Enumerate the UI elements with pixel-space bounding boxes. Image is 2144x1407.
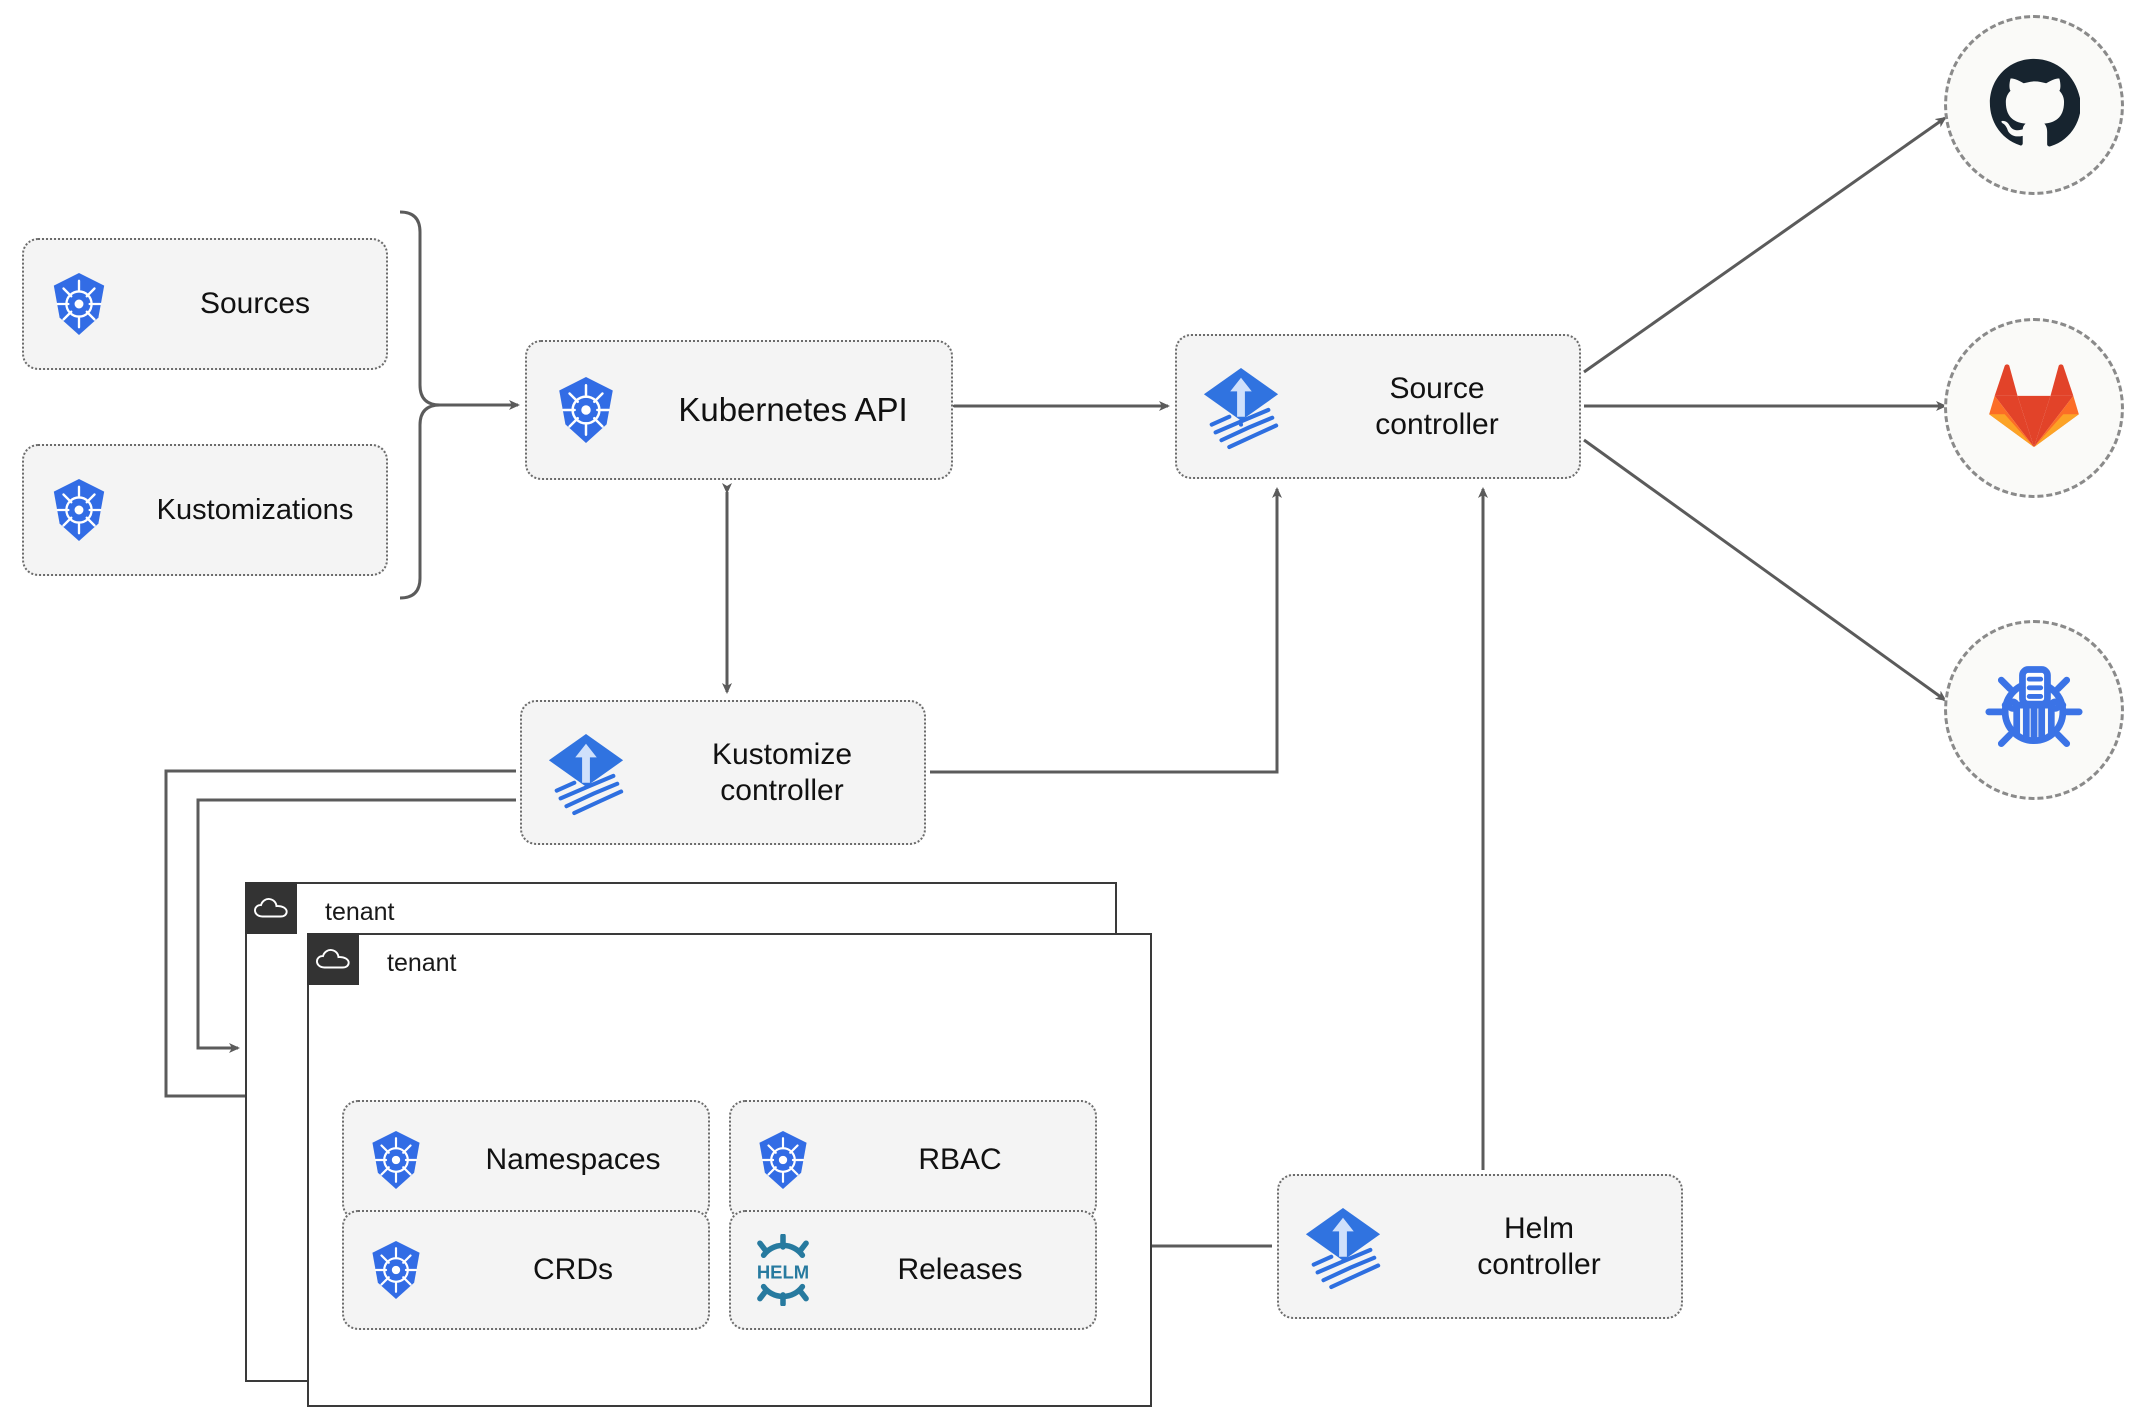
resource-card-sources[interactable]: Sources <box>22 238 388 370</box>
cloud-icon <box>307 933 359 985</box>
provider-gitlab[interactable] <box>1944 318 2124 498</box>
node-helm-controller[interactable]: Helm controller <box>1277 1174 1683 1319</box>
tenant-item-label: RBAC <box>918 1143 1002 1177</box>
node-label: Kustomize controller <box>711 738 853 807</box>
tenant-item-label: Releases <box>897 1253 1023 1287</box>
tenant-item-rbac[interactable]: RBAC <box>729 1100 1097 1220</box>
kubernetes-icon <box>731 1129 835 1191</box>
tenant-item-namespaces[interactable]: Namespaces <box>342 1100 710 1220</box>
resource-card-kustomizations[interactable]: Kustomizations <box>22 444 388 576</box>
tenant-item-releases[interactable]: HELM Releases <box>729 1210 1097 1330</box>
wire-kustomizecontroller-sourcecontroller <box>930 487 1282 774</box>
kubernetes-icon <box>24 271 134 337</box>
gitlab-icon <box>1988 363 2080 454</box>
kubernetes-icon <box>24 477 134 543</box>
provider-helm-repository[interactable] <box>1944 620 2124 800</box>
tenant-item-label: Namespaces <box>485 1143 661 1177</box>
node-label: Source controller <box>1375 372 1499 441</box>
tenant-item-crds[interactable]: CRDs <box>342 1210 710 1330</box>
provider-github[interactable] <box>1944 15 2124 195</box>
artifacthub-icon <box>1984 658 2084 763</box>
flux-icon <box>1177 364 1305 450</box>
resource-label: Sources <box>199 287 311 321</box>
tenant-title: tenant <box>325 898 395 926</box>
wire-sourcecontroller-helmrepo <box>1583 438 1947 702</box>
node-source-controller[interactable]: Source controller <box>1175 334 1581 479</box>
kubernetes-icon <box>344 1129 448 1191</box>
node-label: Helm controller <box>1477 1212 1601 1281</box>
tenant-window-2[interactable]: tenant Namespaces <box>307 933 1152 1407</box>
flux-icon <box>522 730 650 816</box>
helm-icon: HELM <box>731 1234 835 1306</box>
wire-sourcecontroller-github <box>1583 116 1947 374</box>
github-icon <box>1988 57 2081 154</box>
flux-icon <box>1279 1204 1407 1290</box>
svg-text:HELM: HELM <box>757 1261 809 1282</box>
cloud-icon <box>245 882 297 934</box>
node-kustomize-controller[interactable]: Kustomize controller <box>520 700 926 845</box>
tenant-title: tenant <box>387 949 457 977</box>
kubernetes-icon <box>527 375 645 445</box>
tenant-tab-2 <box>307 933 359 985</box>
tenant-item-label: CRDs <box>533 1253 613 1287</box>
wire-resources-bracket <box>399 210 441 600</box>
node-kubernetes-api[interactable]: Kubernetes API <box>525 340 953 480</box>
kubernetes-icon <box>344 1239 448 1301</box>
resource-label: Kustomizations <box>156 493 354 526</box>
tenant-tab-1 <box>245 882 297 934</box>
node-label: Kubernetes API <box>678 390 908 428</box>
